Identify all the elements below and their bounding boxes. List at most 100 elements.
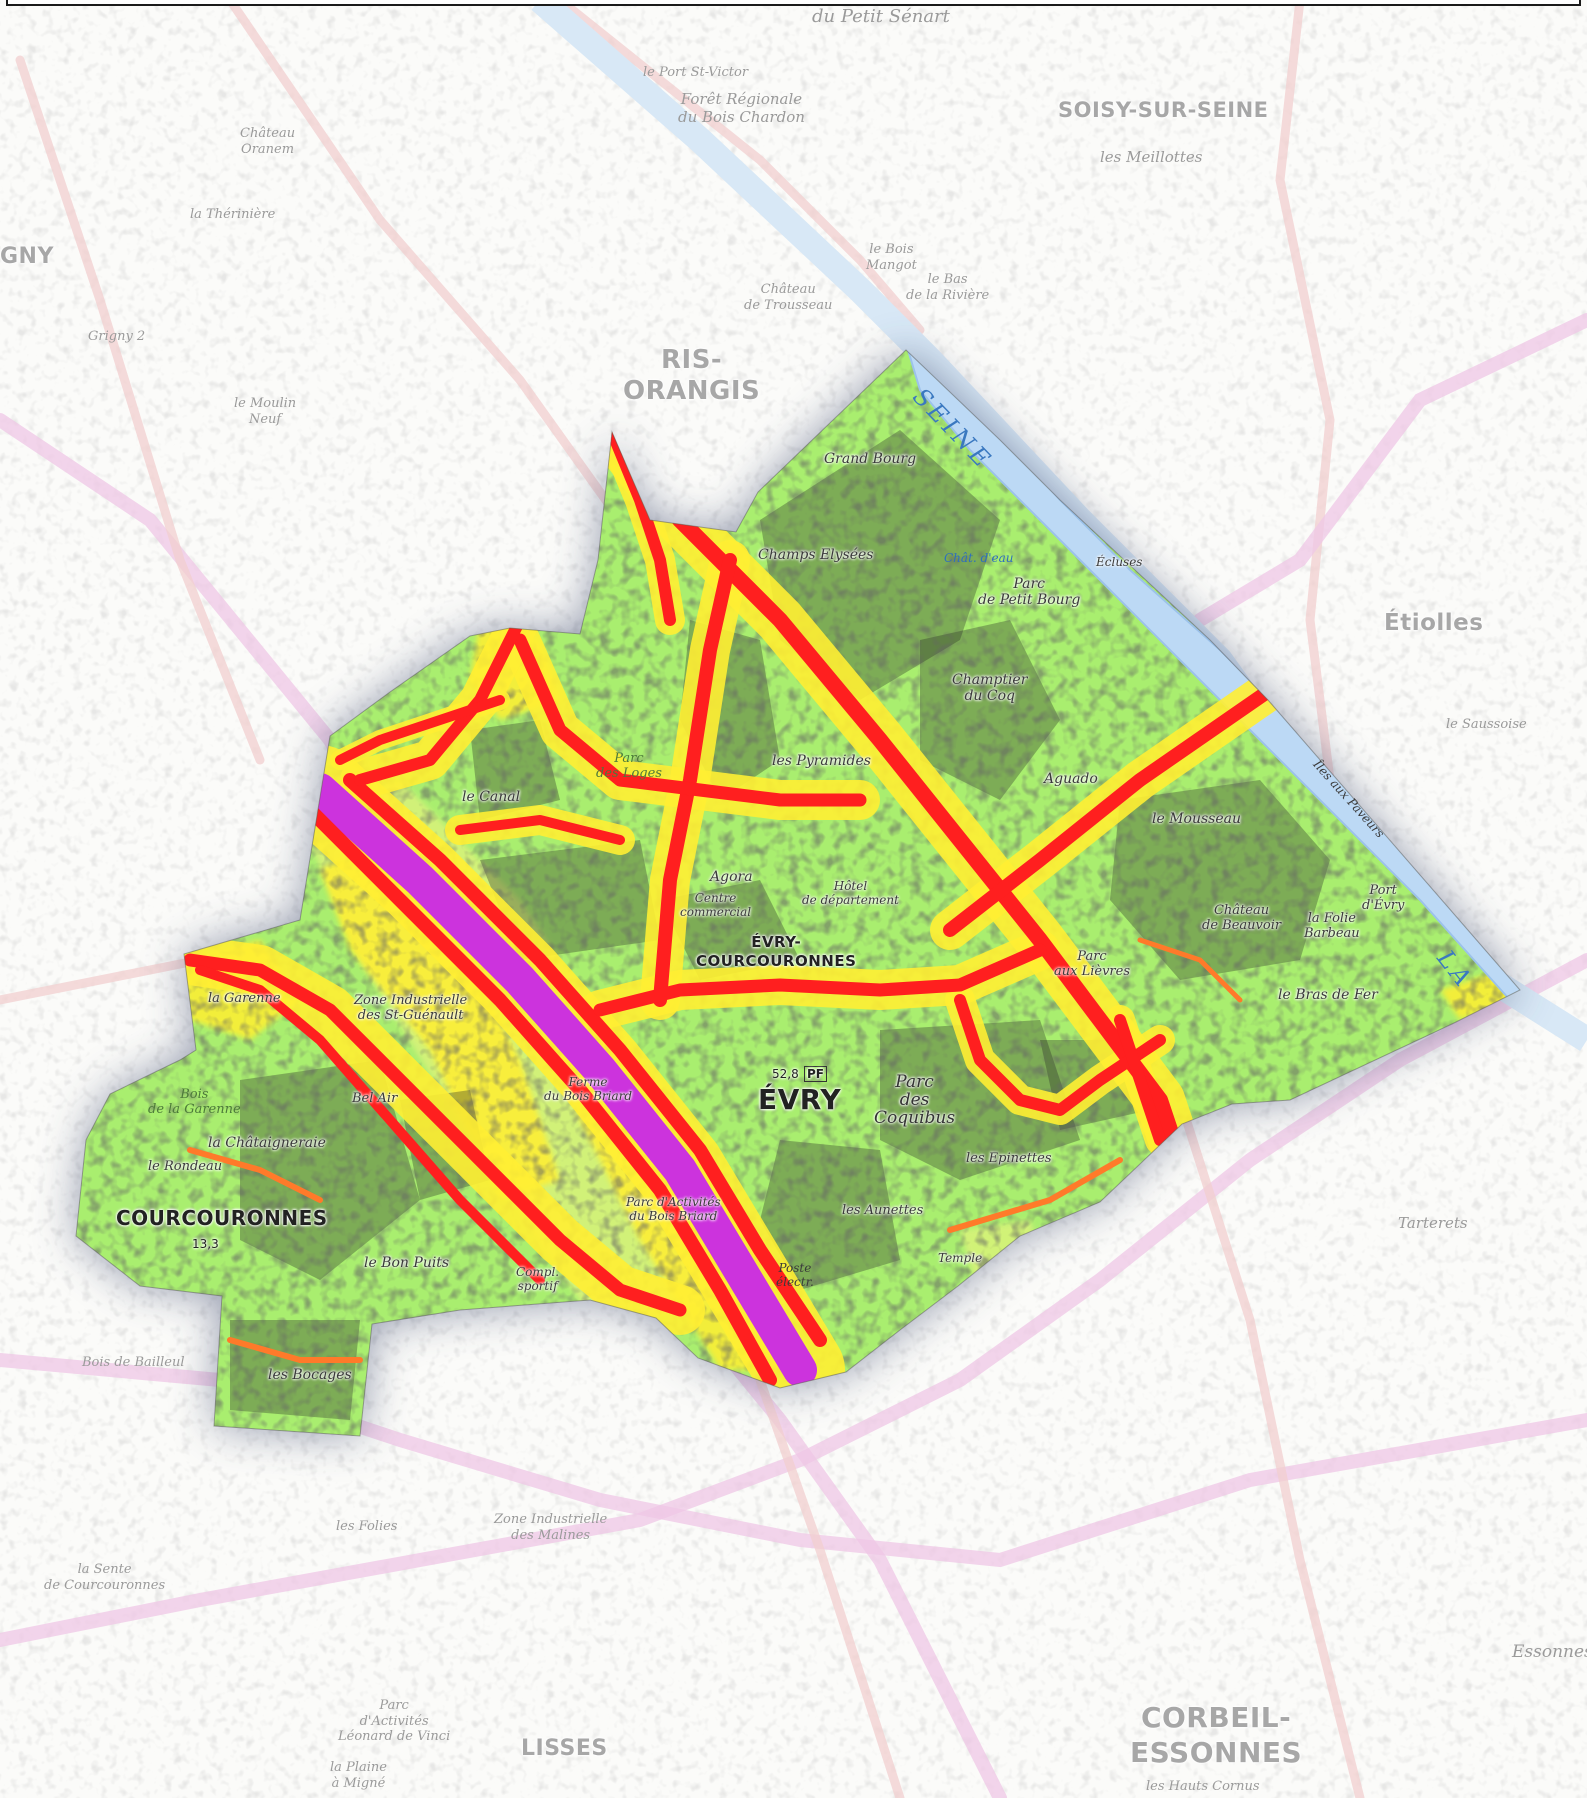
faint-road	[15, 55, 265, 765]
label-courcouronnes: COURCOURONNES	[116, 1206, 328, 1230]
label-altitude-13-3: 13,3	[192, 1237, 219, 1251]
noise-road	[335, 695, 505, 765]
label-etiolles: Étiolles	[1384, 610, 1484, 636]
label-port-st-victor: le Port St-Victor	[643, 65, 749, 80]
noise-road	[227, 1337, 363, 1363]
label-parc-coquibus: Parc des Coquibus	[874, 1072, 956, 1128]
noise-road	[183, 953, 687, 1317]
map-frame-top	[6, 0, 1581, 6]
label-pyramides: les Pyramides	[772, 753, 871, 769]
label-bois-chardon: Forêt Régionale du Bois Chardon	[678, 90, 805, 126]
noise-road	[513, 633, 867, 807]
faint-road	[555, 0, 925, 335]
label-bras-de-fer: le Bras de Fer	[1278, 987, 1378, 1003]
label-le-canal: le Canal	[462, 789, 521, 805]
label-compl-sportif: Compl. sportif	[516, 1265, 560, 1293]
label-plaine-migne: la Plaine à Migné	[330, 1760, 387, 1791]
noise-road	[653, 553, 737, 1007]
noise-road	[293, 793, 777, 1387]
label-petit-senart: du Petit Sénart	[812, 6, 950, 27]
zone-outline	[75, 349, 1521, 1437]
faint-road	[0, 953, 1587, 1647]
label-bois-mangot: le Bois Mangot	[866, 242, 917, 273]
label-epinettes: les Epinettes	[966, 1151, 1052, 1166]
label-agora: Agora	[710, 869, 753, 885]
label-hauts-cornus: les Hauts Cornus	[1146, 1779, 1260, 1794]
label-lisses: LISSES	[521, 1736, 608, 1761]
noise-road	[954, 994, 1166, 1116]
label-corbeil-essonnes: CORBEIL- ESSONNES	[1130, 1701, 1303, 1769]
noise-road	[1114, 1014, 1166, 1146]
label-hotel-dept: Hôtel de département	[802, 879, 899, 907]
motorway-road	[303, 773, 817, 1387]
noise-road	[343, 773, 827, 1347]
label-bois-garenne: Bois de la Garenne	[148, 1087, 241, 1117]
label-soisy: SOISY-SUR-SEINE	[1058, 98, 1269, 122]
label-grigny: GNY	[0, 244, 54, 269]
label-parc-bois-briard: Parc d'Activités du Bois Briard	[626, 1195, 721, 1223]
label-zi-st-guenault: Zone Industrielle des St-Guénault	[354, 993, 468, 1023]
label-evry-courcouronnes: ÉVRY- COURCOURONNES	[696, 933, 857, 970]
noise-road	[593, 943, 1047, 1017]
noise-road	[195, 965, 545, 1285]
noise-road	[947, 1157, 1123, 1233]
faint-road	[225, 0, 625, 525]
noise-road	[1137, 937, 1243, 1003]
label-centre-commercial: Centre commercial	[680, 891, 752, 919]
label-tarterets: Tarterets	[1398, 1214, 1468, 1232]
label-chateau-oranem: Château Oranem	[240, 126, 296, 157]
noise-road	[187, 1147, 323, 1203]
label-parc-loges: Parc des Loges	[596, 751, 662, 781]
noise-roads	[165, 407, 1290, 1415]
label-zi-malines: Zone Industrielle des Malines	[494, 1512, 608, 1543]
label-chat-eau: Chât. d'eau	[944, 551, 1014, 565]
label-altitude-52-8: 52,8	[772, 1067, 799, 1081]
label-folie-barbeau: la Folie Barbeau	[1304, 911, 1360, 941]
label-champtier: Champtier du Coq	[952, 672, 1028, 705]
faint-road	[1175, 1095, 1365, 1798]
label-bas-riviere: le Bas de la Rivière	[906, 272, 990, 303]
seine-river	[906, 350, 1520, 1002]
label-bel-air: Bel Air	[352, 1091, 398, 1106]
label-poste-electr: Poste électr.	[776, 1261, 814, 1289]
label-ferme-bois-briard: Ferme du Bois Briard	[544, 1075, 633, 1103]
label-essonnes: Essonnes	[1512, 1642, 1587, 1662]
noise-road	[354, 614, 526, 786]
label-port-evry: Port d'Évry	[1362, 883, 1405, 913]
label-meillottes: les Meillottes	[1100, 148, 1203, 166]
label-temple: Temple	[938, 1251, 983, 1265]
noise-road	[606, 426, 676, 626]
label-aunettes: les Aunettes	[842, 1203, 924, 1218]
label-evry: ÉVRY	[758, 1083, 842, 1116]
label-chateau-beauvoir: Château de Beauvoir	[1202, 903, 1282, 933]
label-grigny2: Grigny 2	[88, 329, 146, 344]
noise-road	[455, 815, 625, 845]
faint-road	[1193, 313, 1587, 627]
label-moulin-neuf: le Moulin Neuf	[234, 396, 297, 427]
label-bois-bailleul: Bois de Bailleul	[82, 1355, 185, 1370]
label-ecluses: Écluses	[1096, 555, 1143, 569]
label-ris-orangis: RIS- ORANGIS	[623, 345, 761, 407]
label-parc-petit-bourg: Parc de Petit Bourg	[978, 576, 1081, 609]
label-leonard: Parc d'Activités Léonard de Vinci	[338, 1698, 451, 1745]
label-grand-bourg: Grand Bourg	[824, 451, 917, 467]
label-chataigneraie: la Châtaigneraie	[208, 1135, 326, 1151]
label-parc-lievres: Parc aux Lièvres	[1054, 949, 1130, 979]
label-mousseau: le Mousseau	[1152, 811, 1242, 827]
faint-road	[755, 1375, 905, 1798]
faint-road	[1275, 0, 1345, 865]
label-bocages: les Bocages	[268, 1367, 352, 1383]
noise-road	[943, 683, 1277, 937]
label-sente: la Sente de Courcouronnes	[44, 1562, 166, 1593]
label-chateau-trousseau: Château de Trousseau	[744, 282, 833, 313]
label-theriniere: la Thérinière	[190, 207, 276, 222]
label-garenne: la Garenne	[208, 991, 281, 1006]
label-champs-elysees: Champs Elysées	[758, 547, 874, 563]
label-aguado: Aguado	[1044, 771, 1098, 787]
label-saussoise: le Saussoise	[1446, 717, 1527, 732]
label-bon-puits: le Bon Puits	[364, 1255, 450, 1271]
label-rondeau: le Rondeau	[148, 1159, 223, 1174]
label-folies: les Folies	[336, 1519, 398, 1534]
